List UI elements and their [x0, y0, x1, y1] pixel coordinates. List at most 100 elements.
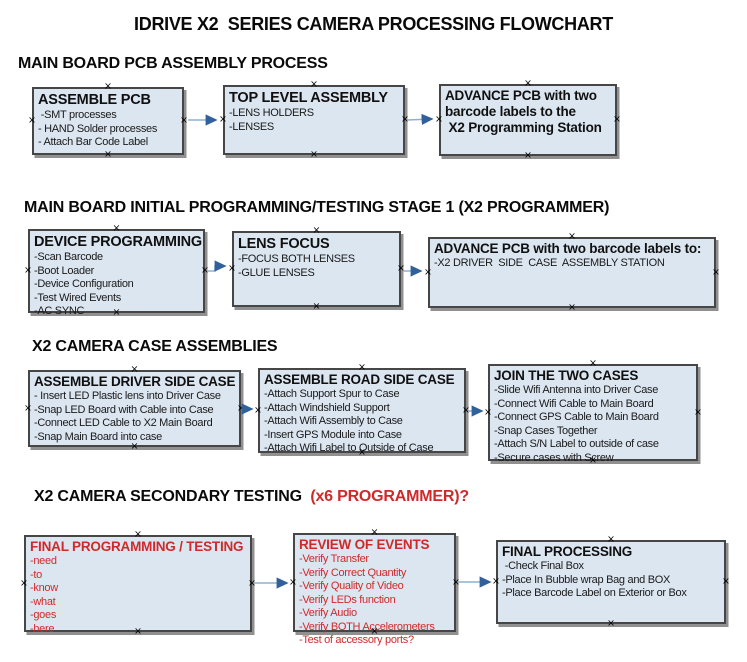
box-title: REVIEW OF EVENTS: [299, 537, 430, 552]
flow-box-assemble-pcb[interactable]: ASSEMBLE PCB -SMT processes- HAND Solder…: [32, 87, 184, 155]
connection-handle-icon: [180, 117, 188, 125]
connection-handle-icon: [310, 81, 318, 89]
connection-handle-icon: [248, 580, 256, 588]
section-heading-red-text: (x6 PROGRAMMER)?: [306, 488, 469, 505]
box-item-list: -SMT processes- HAND Solder processes- A…: [38, 109, 182, 150]
box-item: -LENS HOLDERS: [229, 107, 314, 119]
box-item-list: -need-to-know-what-goes-here: [30, 555, 250, 636]
connector-arrow-b1-b2[interactable]: [207, 260, 227, 272]
flow-box-final-processing[interactable]: FINAL PROCESSING -Check Final Box-Place …: [496, 540, 726, 624]
box-item: -Test Wired Events: [34, 291, 121, 304]
connection-handle-icon: [484, 409, 492, 417]
box-title: DEVICE PROGRAMMING: [34, 234, 202, 250]
box-item-list: -Scan Barcode-Boot Loader-Device Configu…: [34, 251, 203, 319]
box-title: JOIN THE TWO CASES: [494, 368, 639, 383]
box-item: -Attach Windshield Support: [264, 401, 390, 414]
box-item: -Boot Loader: [34, 264, 94, 277]
box-item-list: -Check Final Box-Place In Bubble wrap Ba…: [502, 560, 724, 601]
connection-handle-icon: [313, 303, 321, 311]
connection-handle-icon: [358, 364, 366, 372]
connection-handle-icon: [613, 116, 621, 124]
connection-handle-icon: [104, 83, 112, 91]
connection-handle-icon: [524, 152, 532, 160]
connection-handle-icon: [219, 116, 227, 124]
flow-box-top-level-assembly[interactable]: TOP LEVEL ASSEMBLY -LENS HOLDERS-LENSES: [223, 85, 405, 155]
connection-handle-icon: [20, 580, 28, 588]
box-item: -Verify BOTH Accelerometers: [299, 620, 435, 633]
box-item: -here: [30, 622, 55, 635]
section-heading-text: X2 CAMERA SECONDARY TESTING: [34, 488, 307, 505]
connection-handle-icon: [462, 407, 470, 415]
box-item: -goes: [30, 609, 57, 621]
box-title: ASSEMBLE PCB: [38, 92, 151, 108]
box-item: -Attach S/N Label to outside of case: [494, 438, 659, 450]
connection-handle-icon: [24, 267, 32, 275]
connection-handle-icon: [568, 304, 576, 312]
box-item: -Connect Wifi Cable to Main Board: [494, 397, 654, 410]
connector-arrow-a2-a3[interactable]: [406, 113, 434, 126]
connection-handle-icon: [134, 531, 142, 539]
flow-box-join-the-two-cases[interactable]: JOIN THE TWO CASES -Slide Wifi Antenna i…: [488, 364, 698, 464]
connection-handle-icon: [104, 151, 112, 159]
connection-handle-icon: [201, 267, 209, 275]
box-item: -Verify Quality of Video: [299, 580, 404, 592]
connection-handle-icon: [568, 233, 576, 241]
flow-box-advance-pcb-to-programming-station[interactable]: ADVANCE PCB with two barcode labels to t…: [439, 84, 617, 156]
box-item: -GLUE LENSES: [238, 266, 315, 279]
connection-handle-icon: [397, 265, 405, 273]
box-item: -to: [30, 568, 42, 581]
box-title: FINAL PROGRAMMING / TESTING: [30, 539, 244, 554]
box-item: -FOCUS BOTH LENSES: [238, 253, 355, 265]
connection-handle-icon: [228, 265, 236, 273]
flow-box-device-programming[interactable]: DEVICE PROGRAMMING -Scan Barcode-Boot Lo…: [28, 229, 205, 317]
box-item: -Connect GPS Cable to Main Board: [494, 411, 659, 423]
section-heading-text: MAIN BOARD INITIAL PROGRAMMING/TESTING S…: [24, 199, 610, 216]
box-item: -Attach Wifi Assembly to Case: [264, 415, 403, 427]
box-item: -AC SYNC: [34, 305, 85, 317]
box-title: TOP LEVEL ASSEMBLY: [229, 90, 388, 106]
box-item: -Connect LED Cable to X2 Main Board: [34, 417, 213, 429]
section-heading-text: X2 CAMERA CASE ASSEMBLIES: [32, 338, 278, 355]
box-item-list: -LENS HOLDERS-LENSES: [229, 107, 403, 134]
connection-handle-icon: [237, 405, 245, 413]
connection-handle-icon: [28, 117, 36, 125]
flow-box-lens-focus[interactable]: LENS FOCUS -FOCUS BOTH LENSES-GLUE LENSE…: [232, 231, 401, 307]
box-item: -what: [30, 595, 56, 608]
flow-box-assemble-road-side-case[interactable]: ASSEMBLE ROAD SIDE CASE -Attach Support …: [258, 368, 466, 454]
box-item: -SMT processes: [38, 109, 117, 121]
box-item: -Scan Barcode: [34, 251, 103, 263]
connection-handle-icon: [589, 360, 597, 368]
box-item: -Slide Wifi Antenna into Driver Case: [494, 384, 659, 396]
connection-handle-icon: [24, 405, 32, 413]
box-item: -Attach Support Spur to Case: [264, 388, 400, 400]
box-item: -Verify LEDs function: [299, 593, 396, 606]
box-item: -Attach Wifi Label to Outside of Case: [264, 442, 434, 454]
section-heading-text: MAIN BOARD PCB ASSEMBLY PROCESS: [18, 55, 328, 72]
box-item: -X2 DRIVER SIDE CASE ASSEMBLY STATION: [434, 257, 665, 269]
section-heading-case-assemblies: X2 CAMERA CASE ASSEMBLIES: [32, 338, 278, 356]
box-title: ASSEMBLE ROAD SIDE CASE: [264, 372, 455, 387]
connection-handle-icon: [424, 269, 432, 277]
connection-handle-icon: [371, 529, 379, 537]
flow-box-final-programming-testing[interactable]: FINAL PROGRAMMING / TESTING -need-to-kno…: [24, 535, 252, 635]
connection-handle-icon: [289, 579, 297, 587]
box-item-list: -Verify Transfer-Verify Correct Quantity…: [299, 553, 454, 648]
flow-box-assemble-driver-side-case[interactable]: ASSEMBLE DRIVER SIDE CASE - Insert LED P…: [28, 370, 241, 447]
box-title: ASSEMBLE DRIVER SIDE CASE: [34, 374, 236, 389]
connection-handle-icon: [310, 151, 318, 159]
flow-box-review-of-events[interactable]: REVIEW OF EVENTS -Verify Transfer-Verify…: [293, 533, 456, 646]
box-item-list: -FOCUS BOTH LENSES-GLUE LENSES: [238, 253, 399, 280]
box-item: -Device Configuration: [34, 278, 134, 290]
connection-handle-icon: [113, 309, 121, 317]
connection-handle-icon: [452, 579, 460, 587]
box-item: -Place Barcode Label on Exterior or Box: [502, 587, 687, 599]
box-item: -Verify Transfer: [299, 553, 369, 565]
box-item: -Place In Bubble wrap Bag and BOX: [502, 573, 671, 586]
connection-handle-icon: [435, 116, 443, 124]
flow-box-advance-pcb-to-driver-side-station[interactable]: ADVANCE PCB with two barcode labels to: …: [428, 237, 716, 308]
connection-handle-icon: [113, 225, 121, 233]
section-heading-pcb-assembly: MAIN BOARD PCB ASSEMBLY PROCESS: [18, 55, 328, 73]
box-item: - Attach Bar Code Label: [38, 136, 148, 148]
box-item: -Verify Audio: [299, 607, 357, 619]
box-title: LENS FOCUS: [238, 236, 330, 252]
